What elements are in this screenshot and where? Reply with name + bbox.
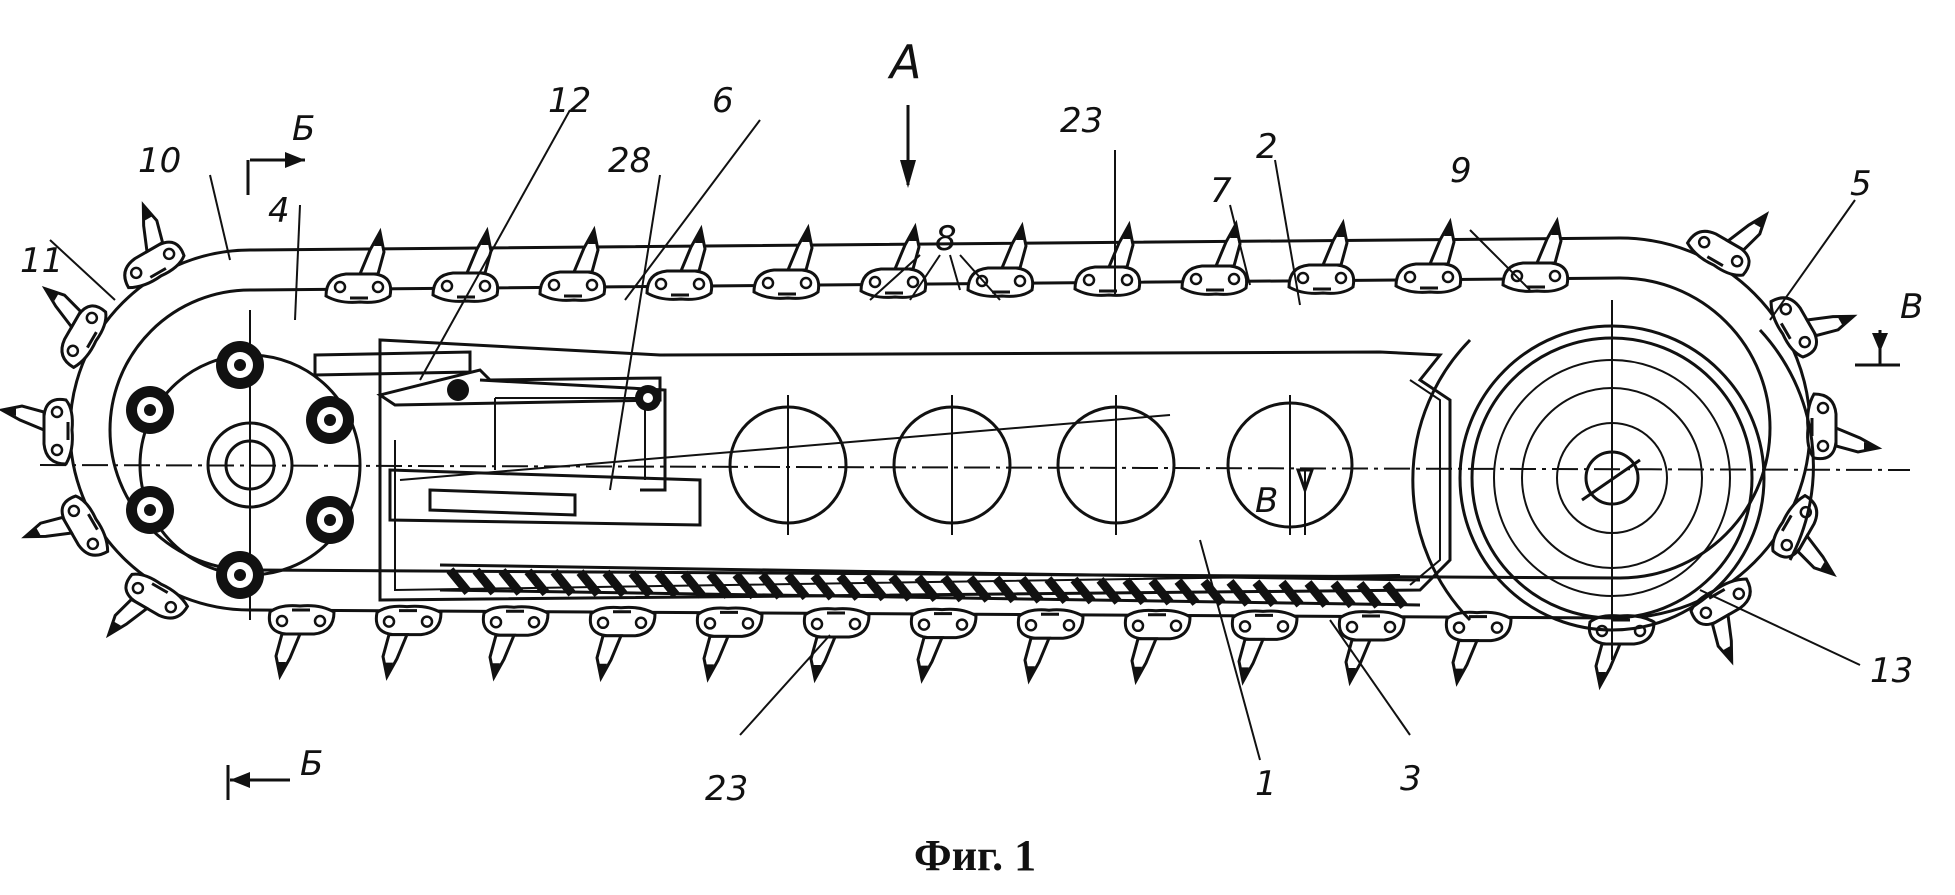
label-2: 2	[1256, 127, 1278, 167]
roller	[216, 551, 264, 599]
chain-tooth	[1689, 577, 1752, 666]
chain-tooth	[1501, 216, 1570, 293]
label-28: 28	[608, 141, 651, 181]
label-13: 13	[1870, 651, 1913, 691]
chain-tooth	[123, 201, 186, 290]
label-10: 10	[138, 141, 181, 181]
section-marker-b-bottom	[226, 765, 290, 800]
chain-tooth	[909, 607, 978, 684]
section-marker-b-top	[246, 152, 305, 195]
section-label-v: В	[1900, 287, 1923, 327]
section-label-b-bottom: Б	[300, 744, 323, 784]
chain-teeth-right	[1587, 211, 1883, 691]
chain-tooth	[538, 225, 607, 302]
section-marker-v	[1855, 330, 1900, 367]
chain-tooth	[588, 605, 657, 683]
chain-tooth	[1769, 296, 1858, 359]
leader-lines	[49, 109, 1861, 761]
roller	[216, 341, 264, 389]
roller	[126, 486, 174, 534]
chain-tooth	[802, 607, 871, 684]
chain-tooth	[374, 604, 443, 681]
chain-teeth-bottom	[267, 604, 1513, 687]
chain-tooth	[1287, 218, 1356, 295]
section-label-b-top: Б	[292, 109, 315, 149]
chain-tooth	[966, 221, 1035, 298]
tensioner-assembly	[313, 350, 702, 527]
chain-tooth	[1230, 609, 1299, 686]
chain-tooth	[481, 605, 550, 682]
chain-tooth	[645, 224, 714, 301]
chain-tooth	[431, 226, 500, 303]
chain-tooth	[695, 606, 764, 683]
label-1: 1	[1255, 764, 1277, 804]
view-label-a: А	[887, 35, 921, 89]
chain-teeth-top	[324, 216, 1570, 304]
label-9: 9	[1450, 151, 1472, 191]
label-23-bottom: 23	[705, 769, 748, 809]
chain-tooth	[1123, 608, 1192, 686]
chain-tooth	[1073, 220, 1142, 297]
chain-tooth	[105, 572, 190, 639]
idler-rollers	[126, 341, 354, 599]
dimension-label-b: В	[1255, 481, 1278, 521]
roller	[306, 496, 354, 544]
label-6: 6	[712, 81, 734, 121]
chain-tooth	[1771, 493, 1837, 578]
chain-tooth	[267, 604, 336, 681]
chain-tooth	[859, 222, 928, 299]
chain-tooth	[21, 494, 110, 557]
label-4: 4	[268, 191, 290, 231]
chain-tooth	[1180, 219, 1249, 296]
chain-tooth	[1016, 608, 1085, 685]
roller	[306, 396, 354, 444]
view-arrow-a	[900, 105, 916, 188]
label-23-top: 23	[1060, 101, 1103, 141]
guide-bar-holes	[728, 395, 1354, 535]
label-11: 11	[20, 241, 63, 281]
chain-tooth	[0, 397, 74, 466]
label-3: 3	[1400, 759, 1422, 799]
chain-tooth	[1394, 217, 1463, 294]
figure-caption: Фиг. 1	[914, 831, 1036, 880]
chain-tooth	[1806, 392, 1883, 461]
label-7: 7	[1210, 171, 1232, 211]
label-5: 5	[1850, 164, 1872, 204]
chain-tooth	[1444, 610, 1513, 687]
roller	[126, 386, 174, 434]
dimension-b	[1295, 468, 1315, 535]
chain-tooth	[41, 285, 108, 370]
chain-tooth	[1685, 211, 1770, 277]
chain-teeth-left	[0, 201, 190, 639]
bottom-hatched-strip	[439, 563, 1421, 610]
drive-sprocket	[1411, 300, 1815, 660]
tensioner-pin-left	[447, 379, 469, 401]
centre-line	[39, 464, 1911, 471]
label-8: 8	[935, 219, 957, 259]
chain-tooth	[752, 223, 821, 300]
chain-tooth	[324, 227, 393, 304]
label-12: 12	[548, 81, 591, 121]
